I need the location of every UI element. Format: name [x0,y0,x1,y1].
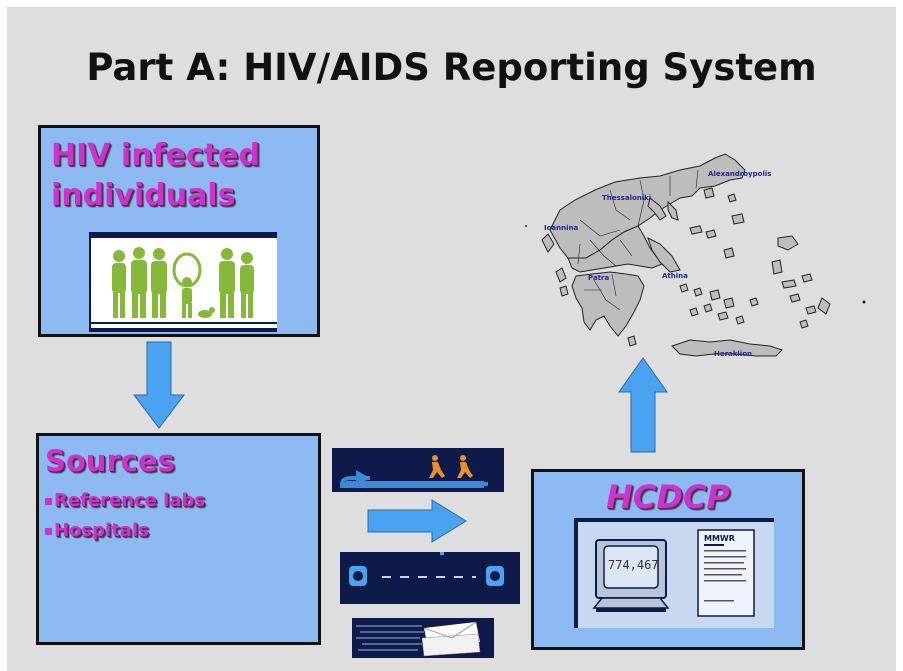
hcdcp-box: HCDCP 774,467 MMWR [531,469,805,650]
source-item-reference-labs: Reference labs [45,490,205,520]
map-city-label: Alexandroypolis [708,170,771,178]
bullet-icon [45,528,52,535]
people-silhouettes-icon [89,232,277,332]
report-document-icon [697,529,755,617]
map-city-label: Heraklion [714,350,752,358]
down-arrow-icon [132,341,186,429]
telephones-icon [340,552,520,604]
sources-title: Sources [45,444,175,478]
map-city-label: Patra [588,274,609,282]
hcdcp-illustration [574,518,774,628]
report-header: MMWR [704,534,735,543]
running-figures-icon [332,448,504,492]
source-item-hospitals: Hospitals [45,520,205,550]
envelopes-icon [352,618,494,658]
map-city-label: Thessaloniki [602,194,651,202]
up-arrow-icon [618,357,668,453]
map-city-label: Athina [662,272,688,280]
map-city-label: Ioannina [544,224,578,232]
hiv-individuals-box: HIV infected individuals [38,125,320,337]
hcdcp-title: HCDCP [606,478,730,516]
right-arrow-icon [367,499,467,543]
computer-monitor-icon [592,539,670,612]
page-title: Part A: HIV/AIDS Reporting System [86,46,817,89]
source-item-label: Reference labs [54,490,206,511]
greece-map-icon: Alexandroypolis Thessaloniki Ioannina Pa… [525,153,866,358]
hiv-individuals-label: HIV infected individuals [51,138,260,213]
sources-box: Sources Reference labs Hospitals [36,433,321,645]
source-item-label: Hospitals [54,520,149,541]
sources-list: Reference labs Hospitals [45,490,205,550]
bullet-icon [45,498,52,505]
monitor-number: 774,467 [608,558,659,572]
